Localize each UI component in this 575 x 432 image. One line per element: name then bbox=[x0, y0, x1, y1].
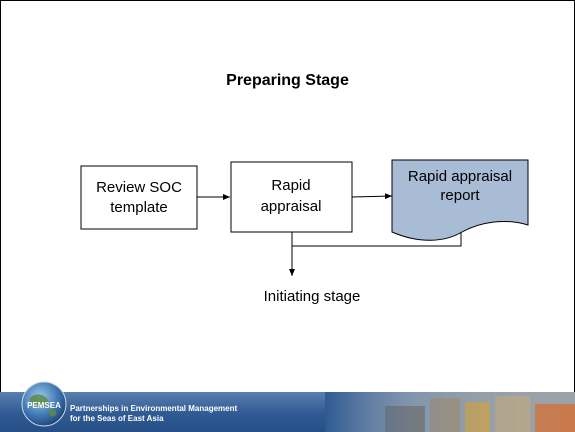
review-box-line2: template bbox=[110, 199, 168, 216]
arrow-rapid-to-report bbox=[351, 193, 393, 200]
footer-line2: for the Seas of East Asia bbox=[70, 414, 164, 423]
flow-diagram: Review SOC template Rapid appraisal Rapi… bbox=[80, 159, 529, 305]
report-line1: Rapid appraisal bbox=[408, 168, 512, 185]
pemsea-logo: PEMSEA bbox=[21, 381, 67, 427]
footer-banner: Partnerships in Environmental Management… bbox=[0, 392, 575, 432]
rapid-box-line1: Rapid bbox=[271, 177, 310, 194]
report-line2: report bbox=[440, 187, 480, 204]
review-box-line1: Review SOC bbox=[96, 179, 182, 196]
rapid-appraisal-box: Rapid appraisal bbox=[230, 161, 353, 233]
connector-report-to-initiating bbox=[292, 232, 462, 247]
slide-title: Preparing Stage bbox=[226, 72, 349, 89]
review-soc-template-box: Review SOC template bbox=[80, 165, 198, 230]
rapid-appraisal-report-document: Rapid appraisal report bbox=[391, 159, 529, 241]
rapid-box-line2: appraisal bbox=[261, 198, 322, 215]
footer-text: Partnerships in Environmental Management… bbox=[70, 404, 237, 424]
footer-line1: Partnerships in Environmental Management bbox=[70, 404, 238, 413]
initiating-stage-label: Initiating stage bbox=[264, 288, 361, 305]
footer-photo-strip bbox=[325, 392, 575, 432]
logo-text: PEMSEA bbox=[27, 401, 61, 410]
